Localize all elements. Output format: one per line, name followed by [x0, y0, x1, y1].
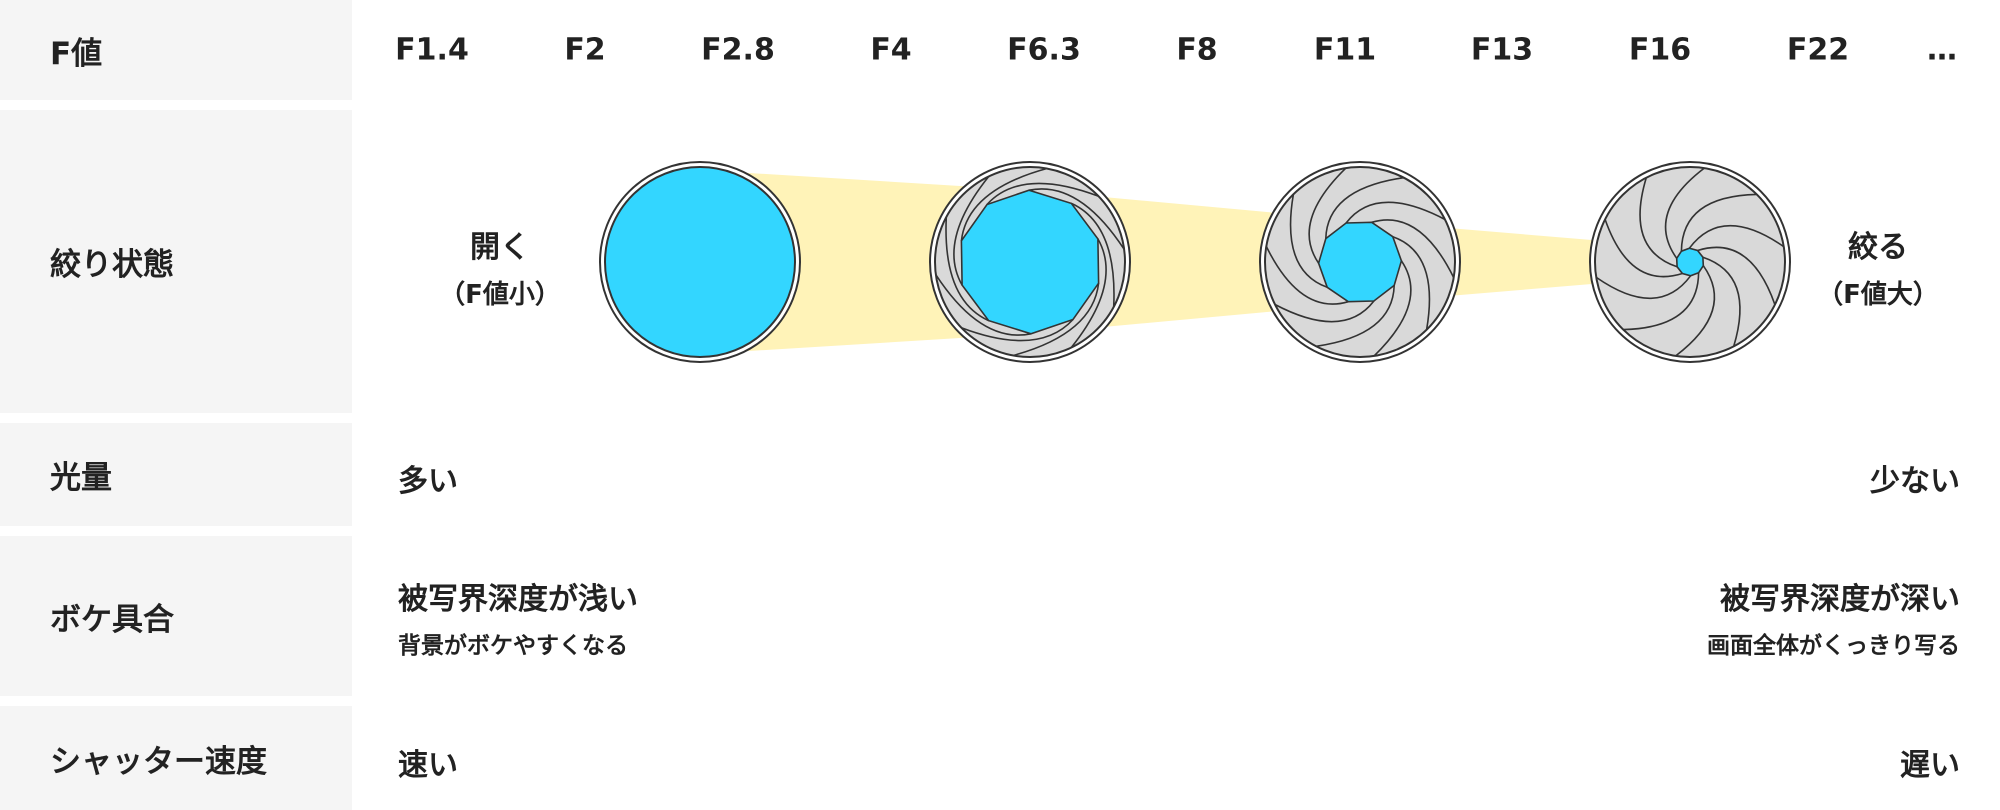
aperture-blade-edge — [1639, 177, 1678, 268]
f-stop-label: F1.4 — [395, 32, 469, 68]
f-stop-label: F16 — [1628, 32, 1692, 68]
row-label-aperture-state: 絞り状態 — [0, 110, 352, 413]
row-label-shutter-speed: シャッター速度 — [0, 706, 352, 810]
aperture-blade-edge — [986, 182, 1099, 206]
aperture-blade-edge — [945, 216, 989, 322]
aperture-blade-edge — [1595, 275, 1692, 299]
bokeh-right-subtitle: 画面全体がくっきり写る — [1707, 633, 1960, 659]
close-sublabel: （F値大） — [1817, 280, 1939, 310]
aperture-blade-edge — [1604, 219, 1683, 278]
aperture-blade-edge — [1688, 225, 1785, 249]
aperture-opening — [960, 189, 1100, 335]
aperture-blade-edge — [1675, 265, 1716, 357]
shutter-left-text: 速い — [398, 748, 458, 783]
aperture-opening — [604, 166, 796, 358]
aperture-blade-edge — [1371, 219, 1455, 278]
aperture-blade-edge — [1664, 167, 1705, 259]
f-stop-label: F6.3 — [1007, 32, 1081, 68]
aperture-blade-edge — [961, 318, 1074, 342]
f-stop-label: F22 — [1786, 32, 1850, 68]
shutter-right-text: 遅い — [1900, 748, 1960, 783]
aperture-blade-edge — [1325, 176, 1404, 239]
aperture-blade-edge — [1308, 167, 1347, 264]
row-label-f-value: F値 — [0, 0, 352, 100]
aperture-opening — [1675, 247, 1705, 277]
aperture-blade-edge — [1316, 285, 1395, 348]
light-left-text: 多い — [398, 464, 458, 499]
f-stop-label: F13 — [1470, 32, 1534, 68]
open-label: 開く — [470, 230, 530, 265]
row-label-bokeh: ボケ具合 — [0, 536, 352, 696]
aperture-blade-edge — [1012, 283, 1100, 357]
aperture-blade-edge — [1289, 194, 1328, 289]
aperture-blade-edge — [1265, 246, 1349, 305]
row-label-light-amount: 光量 — [0, 423, 352, 526]
aperture-opening — [1317, 221, 1403, 303]
aperture-blade-edge — [1702, 256, 1741, 347]
bokeh-left-title: 被写界深度が浅い — [398, 582, 638, 617]
f-stop-label: F4 — [870, 32, 912, 68]
aperture-blade-edge — [1373, 260, 1412, 357]
aperture-blade-edge — [1070, 238, 1107, 349]
light-right-text: 少ない — [1870, 464, 1960, 499]
aperture-blade-edge — [1623, 272, 1700, 331]
aperture-blade-edge — [1071, 202, 1115, 308]
aperture-blade-edge — [1274, 300, 1375, 323]
bokeh-right-title: 被写界深度が深い — [1720, 582, 1960, 617]
aperture-blade-edge — [1697, 246, 1776, 305]
f-stop-label: F2.8 — [701, 32, 775, 68]
f-stop-label: … — [1927, 32, 1957, 68]
open-sublabel: （F値小） — [439, 280, 561, 310]
aperture-blade-edge — [1680, 193, 1757, 252]
f-stop-label: F8 — [1176, 32, 1218, 68]
aperture-blade-edge — [960, 167, 1048, 241]
f-stop-label: F2 — [564, 32, 606, 68]
aperture-blade-edge — [1345, 201, 1446, 224]
close-label: 絞る — [1848, 230, 1908, 265]
aperture-blade-edge — [1028, 188, 1125, 250]
aperture-blade-edge — [953, 175, 990, 286]
aperture-blade-edge — [1392, 235, 1431, 330]
f-stop-label: F11 — [1313, 32, 1377, 68]
bokeh-left-subtitle: 背景がボケやすくなる — [398, 633, 628, 659]
aperture-blade-edge — [935, 274, 1032, 336]
